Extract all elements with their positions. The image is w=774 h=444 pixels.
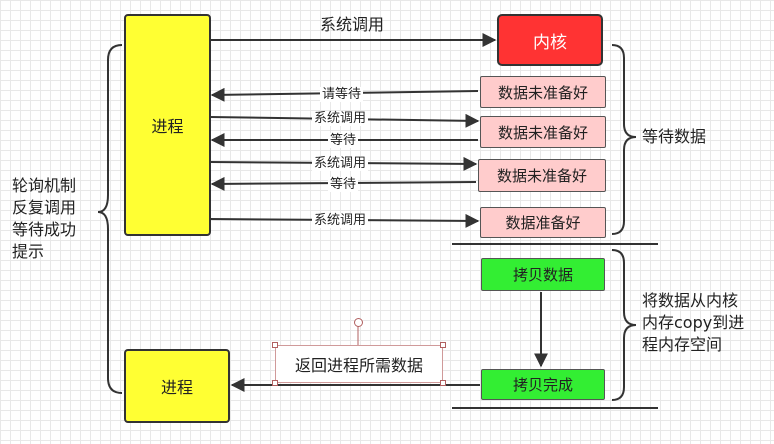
- copy-done-box[interactable]: 拷贝完成: [481, 369, 605, 400]
- process-bottom-label: 进程: [160, 378, 193, 397]
- status-box-4[interactable]: 数据准备好: [480, 207, 606, 238]
- rotate-handle[interactable]: [354, 318, 363, 327]
- syscall-label-2: 系统调用: [312, 111, 369, 126]
- kernel-label: 内核: [533, 32, 567, 53]
- wait-label-3: 等待: [328, 177, 359, 192]
- left-brace: [97, 44, 123, 394]
- copy-done-label: 拷贝完成: [512, 376, 573, 394]
- status-box-3[interactable]: 数据未准备好: [478, 159, 606, 192]
- wait-label-2: 等待: [328, 133, 359, 148]
- left-side-note: 轮询机制 反复调用 等待成功 提示: [12, 176, 77, 261]
- right-brace-wait: [611, 44, 637, 235]
- resize-handle-tl[interactable]: [272, 342, 278, 348]
- copy-data-box[interactable]: 拷贝数据: [481, 258, 605, 291]
- process-box-top[interactable]: 进程: [124, 14, 211, 236]
- syscall-label-3: 系统调用: [312, 156, 369, 171]
- return-data-label-box[interactable]: 返回进程所需数据: [275, 345, 443, 383]
- wait-data-note: 等待数据: [642, 127, 707, 146]
- syscall-label-4: 系统调用: [312, 213, 369, 228]
- wait-label-1: 请等待: [320, 87, 364, 102]
- status-label-3: 数据未准备好: [496, 167, 587, 185]
- resize-handle-tr[interactable]: [440, 342, 446, 348]
- resize-handle-bl[interactable]: [272, 380, 278, 386]
- resize-handle-br[interactable]: [440, 380, 446, 386]
- status-label-1: 数据未准备好: [497, 83, 588, 102]
- status-label-2: 数据未准备好: [497, 123, 588, 142]
- return-data-label: 返回进程所需数据: [294, 356, 423, 375]
- status-box-1[interactable]: 数据未准备好: [480, 76, 606, 108]
- syscall-top-label: 系统调用: [320, 15, 385, 34]
- copy-note: 将数据从内核 内存copy到进 程内存空间: [642, 291, 745, 354]
- process-top-label: 进程: [151, 117, 184, 136]
- status-label-4: 数据准备好: [505, 214, 581, 232]
- kernel-box[interactable]: 内核: [497, 14, 603, 66]
- process-box-bottom[interactable]: 进程: [124, 349, 230, 423]
- status-box-2[interactable]: 数据未准备好: [480, 116, 606, 148]
- right-brace-copy: [611, 249, 637, 401]
- copy-data-label: 拷贝数据: [512, 266, 573, 284]
